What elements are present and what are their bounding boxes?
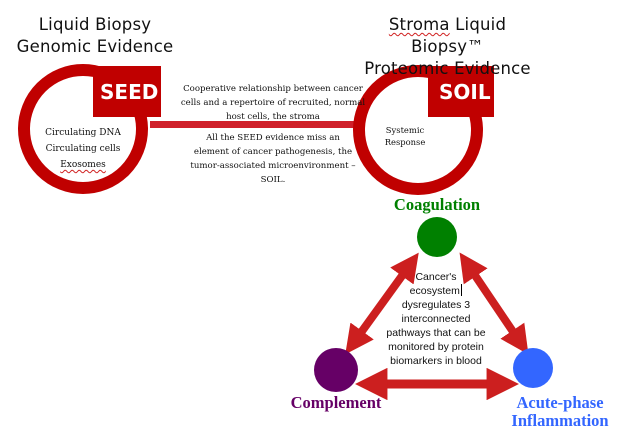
seed-badge: SEED (100, 80, 159, 104)
connector-bottom-line: element of cancer pathogenesis, the (193, 147, 353, 157)
center-text-line: pathways that can be (386, 327, 486, 339)
complement-node (314, 348, 358, 392)
seed-heading: Liquid Biopsy Genomic Evidence (10, 14, 180, 58)
soil-ring (353, 65, 483, 195)
text-cursor (460, 284, 463, 296)
complement-label: Complement (290, 393, 382, 412)
acute-phase-label-line2: Inflammation (511, 411, 609, 430)
acute-phase-label-line1: Acute-phase (516, 393, 604, 412)
seed-heading-line2: Genomic Evidence (16, 37, 174, 56)
connector-top-text: Cooperative relationship between cancer … (168, 82, 378, 124)
seed-items: Circulating DNA Circulating cells Exosom… (38, 125, 128, 173)
center-text: Cancer's ecosystem dysregulates 3 interc… (380, 270, 492, 368)
seed-soil-connector-bar (150, 121, 360, 128)
connector-bottom-line: All the SEED evidence miss an (206, 133, 340, 143)
seed-item: Circulating cells (45, 144, 121, 154)
soil-heading-line1: Stroma Liquid Biopsy™ (388, 15, 507, 56)
arrow-coagulation-acute-phase (459, 252, 529, 355)
soil-items: Systemic Response (380, 124, 430, 148)
soil-heading: Stroma Liquid Biopsy™ Proteomic Evidence (355, 14, 540, 80)
center-text-line: monitored by protein (388, 341, 484, 353)
seed-ring (18, 64, 148, 194)
connector-top-line: Cooperative relationship between cancer (183, 84, 363, 94)
soil-heading-line2: Proteomic Evidence (364, 59, 531, 78)
soil-badge: SOIL (439, 80, 491, 104)
connector-bottom-line: tumor-associated microenvironment – (190, 161, 356, 171)
center-text-line: dysregulates 3 (401, 299, 471, 311)
acute-phase-node (513, 348, 553, 388)
center-text-line: biomarkers in blood (390, 355, 482, 367)
center-text-line: Cancer's (415, 271, 457, 283)
arrow-coagulation-complement (345, 252, 419, 355)
connector-top-line: host cells, the stroma (226, 112, 320, 122)
coagulation-label: Coagulation (393, 195, 481, 214)
coagulation-node (417, 217, 457, 257)
center-text-line: interconnected (401, 313, 471, 325)
center-text-line: ecosystem (380, 284, 492, 298)
soil-item: Response (384, 137, 426, 147)
connector-top-line: cells and a repertoire of recruited, nor… (180, 98, 366, 108)
seed-heading-line1: Liquid Biopsy (38, 15, 152, 34)
seed-badge-box (93, 66, 161, 117)
connector-bottom-text: All the SEED evidence miss an element of… (178, 131, 368, 187)
soil-badge-box (428, 66, 494, 117)
acute-phase-label: Acute-phase Inflammation (496, 394, 624, 430)
connector-bottom-line: SOIL. (260, 175, 286, 185)
seed-item: Exosomes (60, 160, 106, 170)
soil-item: Systemic (385, 125, 425, 135)
seed-item: Circulating DNA (45, 128, 121, 138)
